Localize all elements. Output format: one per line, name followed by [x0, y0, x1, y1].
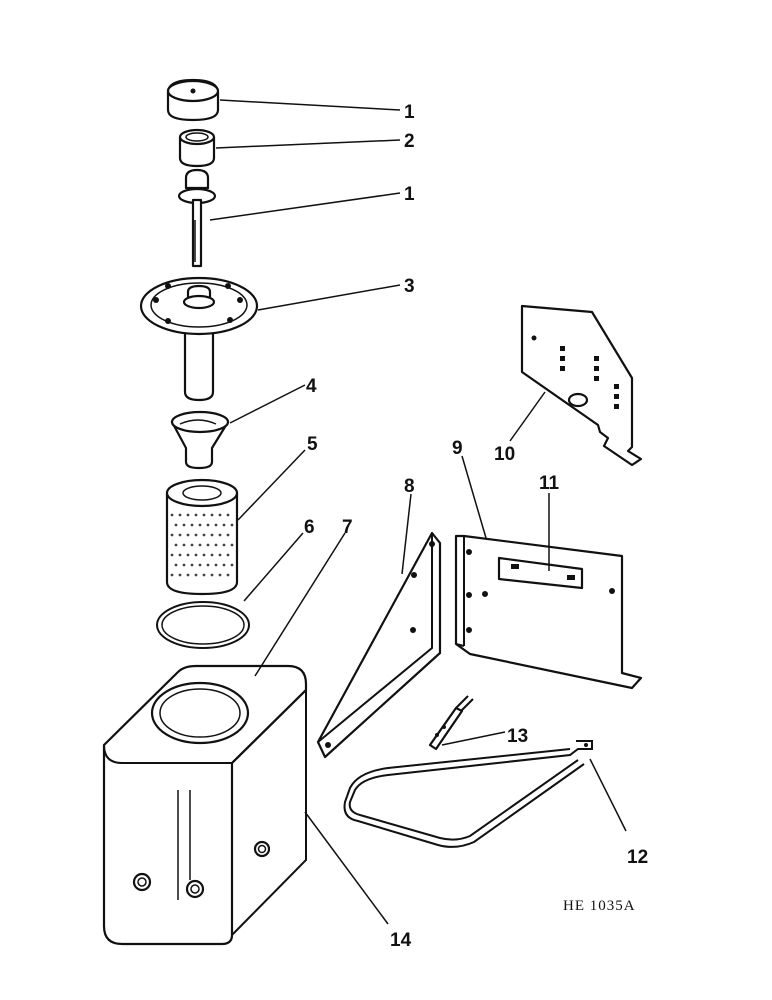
part-angle-bracket — [454, 534, 643, 690]
callout-3: 3 — [404, 276, 415, 297]
leader-lines — [209, 99, 627, 925]
part-gasket — [156, 601, 250, 649]
part-cap — [166, 78, 220, 122]
part-bolt — [428, 695, 474, 751]
callout-2: 2 — [404, 131, 415, 152]
callout-labels: 1 2 1 3 4 5 6 7 8 9 10 11 12 13 14 — [304, 102, 648, 951]
part-strainer-funnel — [170, 410, 230, 470]
part-filter-element — [165, 478, 239, 596]
part-reservoir-tank — [102, 664, 308, 946]
callout-14: 14 — [390, 930, 412, 951]
callout-9: 9 — [452, 438, 463, 459]
part-triangular-brace — [316, 531, 442, 759]
drawing-reference-code: HE 1035A — [563, 898, 636, 914]
part-valve-stem — [177, 168, 217, 268]
part-bushing — [178, 128, 216, 168]
callout-8: 8 — [404, 476, 415, 497]
part-strap — [343, 740, 593, 848]
callout-13: 13 — [507, 726, 528, 747]
callout-12: 12 — [627, 847, 648, 868]
callout-10: 10 — [494, 444, 515, 465]
part-mounting-plate — [520, 304, 643, 467]
callout-1-stem: 1 — [404, 184, 415, 205]
callout-1-cap: 1 — [404, 102, 415, 123]
callout-11: 11 — [539, 473, 560, 494]
part-filter-head — [139, 276, 259, 402]
callout-7: 7 — [342, 517, 353, 538]
filter-perforations — [170, 513, 234, 577]
callout-5: 5 — [307, 434, 318, 455]
callout-4: 4 — [306, 376, 317, 397]
callout-6: 6 — [304, 517, 315, 538]
